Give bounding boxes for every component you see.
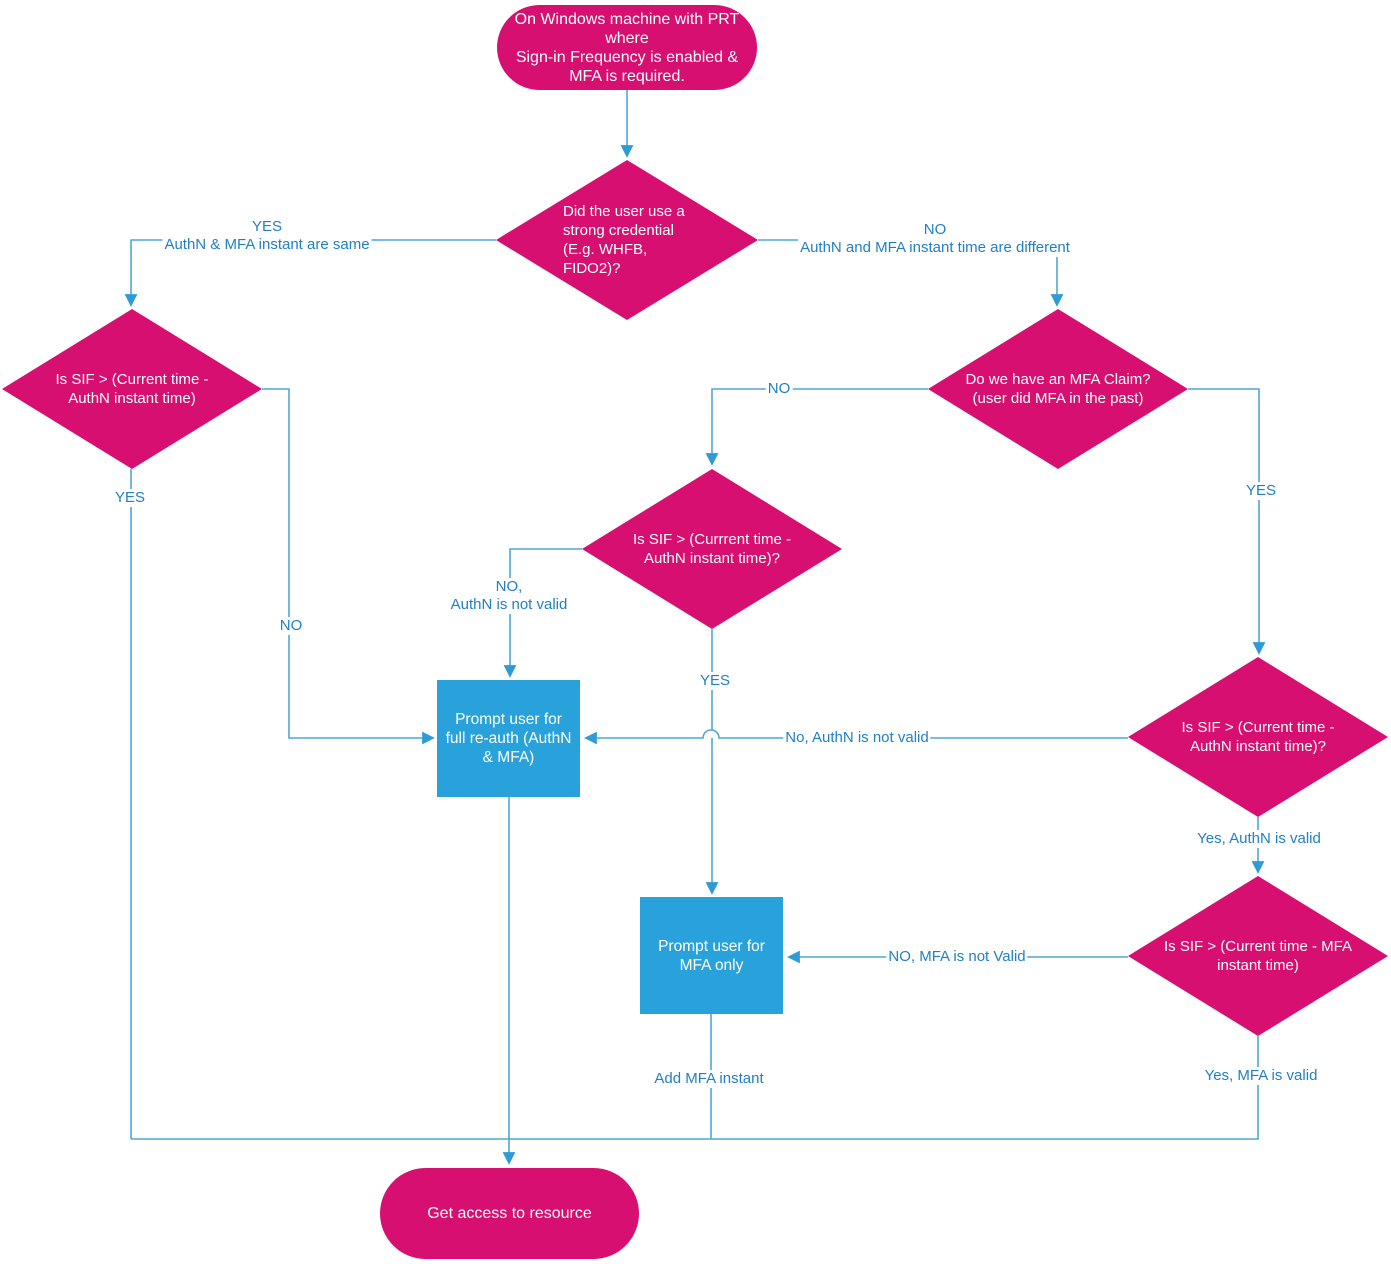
decision-mfa-claim-label: Do we have an MFA Claim? (user did MFA i… xyxy=(965,371,1151,407)
label-no-authn-mid: NO, AuthN is not valid xyxy=(448,578,570,614)
edge-claim-no-to-sif-mid xyxy=(705,388,928,466)
decision-sif-authn-right-label: Is SIF > (Current time - AuthN instant t… xyxy=(1181,719,1335,755)
start-node-label: On Windows machine with PRT where Sign-i… xyxy=(514,10,740,85)
label-no-authn-right: No, AuthN is not valid xyxy=(783,729,931,747)
edge-claim-yes-to-sif-right xyxy=(1188,388,1266,655)
decision-strong-credential-label: Did the user use a strong credential (E.… xyxy=(563,203,685,277)
label-add-mfa: Add MFA instant xyxy=(652,1070,766,1088)
label-no-mfa: NO, MFA is not Valid xyxy=(886,948,1028,966)
label-yes-mfa-valid: Yes, MFA is valid xyxy=(1202,1067,1320,1085)
process-full-reauth-label: Prompt user for full re-auth (AuthN & MF… xyxy=(445,711,572,766)
label-yes-same: YES AuthN & MFA instant are same xyxy=(162,218,372,254)
line-jump-mask xyxy=(703,730,719,738)
label-yes-authn-valid: Yes, AuthN is valid xyxy=(1195,830,1323,848)
process-mfa-only: Prompt user for MFA only xyxy=(640,897,783,1014)
label-no-left: NO xyxy=(277,617,305,635)
label-no-claim: NO xyxy=(765,380,793,398)
end-node-label: Get access to resource xyxy=(427,1205,592,1222)
end-node: Get access to resource xyxy=(380,1168,639,1259)
decision-sif-authn-mid-label: Is SIF > (Currrent time - AuthN instant … xyxy=(633,531,791,567)
decision-sif-mfa-label: Is SIF > (Current time - MFA instant tim… xyxy=(1164,938,1352,974)
edge-left-no-to-full-reauth xyxy=(262,388,435,745)
start-node: On Windows machine with PRT where Sign-i… xyxy=(497,5,757,90)
label-no-different: NO AuthN and MFA instant time are differ… xyxy=(798,221,1072,257)
label-yes-mid: YES xyxy=(697,672,733,690)
edge-mid-no-to-full-reauth xyxy=(503,548,582,678)
edge-yes-to-sif-left xyxy=(124,239,496,307)
decision-sif-authn-left-label: Is SIF > (Current time - AuthN instant t… xyxy=(55,371,209,407)
edge-authn-invalid-to-full-reauth xyxy=(584,729,1128,745)
label-yes-claim: YES xyxy=(1243,482,1279,500)
process-mfa-only-label: Prompt user for MFA only xyxy=(658,937,765,974)
label-yes-left: YES xyxy=(112,489,148,507)
process-full-reauth: Prompt user for full re-auth (AuthN & MF… xyxy=(437,680,580,797)
